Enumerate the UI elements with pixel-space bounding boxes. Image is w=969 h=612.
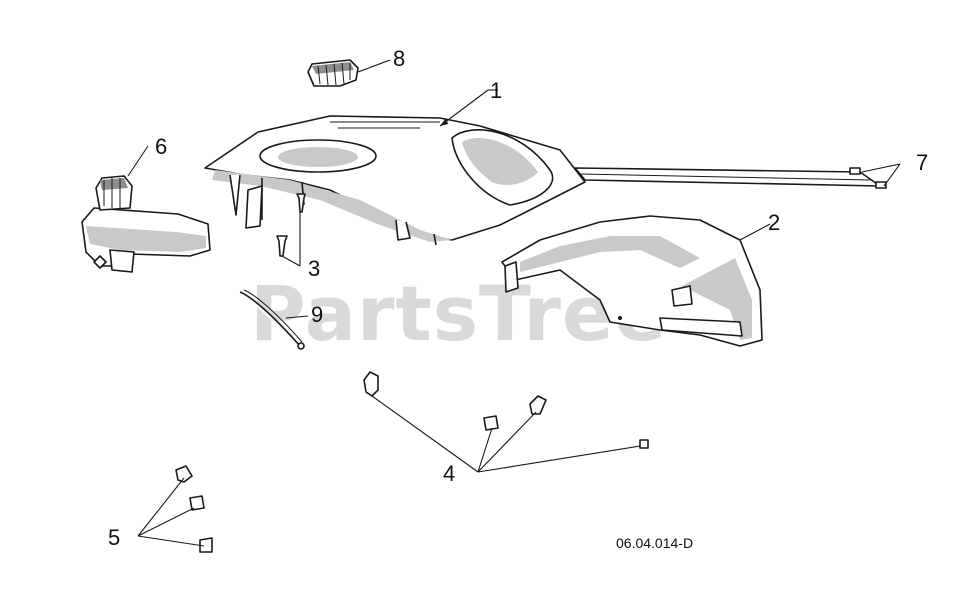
- part-4-clips[interactable]: [363, 371, 649, 449]
- callout-8: 8: [393, 46, 405, 71]
- part-1-upper-housing[interactable]: [204, 115, 586, 246]
- callout-3: 3: [308, 256, 320, 281]
- callout-6: 6: [155, 134, 167, 159]
- callout-5: 5: [108, 525, 120, 550]
- callout-2: 2: [768, 210, 780, 235]
- part-8-knob[interactable]: [307, 59, 359, 87]
- callout-4: 4: [443, 461, 455, 486]
- part-6-tank-assembly[interactable]: [81, 175, 211, 273]
- diagram-code: 06.04.014-D: [616, 535, 693, 551]
- part-5-clips[interactable]: [175, 465, 213, 553]
- callout-1: 1: [490, 78, 502, 103]
- part-2-side-cover[interactable]: [501, 215, 763, 347]
- part-9-cable[interactable]: [239, 289, 305, 350]
- part-7-rod[interactable]: [574, 167, 887, 189]
- leader-lines: [127, 59, 901, 547]
- part-3-screws[interactable]: [276, 193, 306, 257]
- callout-7: 7: [916, 150, 928, 175]
- callout-9: 9: [311, 302, 323, 327]
